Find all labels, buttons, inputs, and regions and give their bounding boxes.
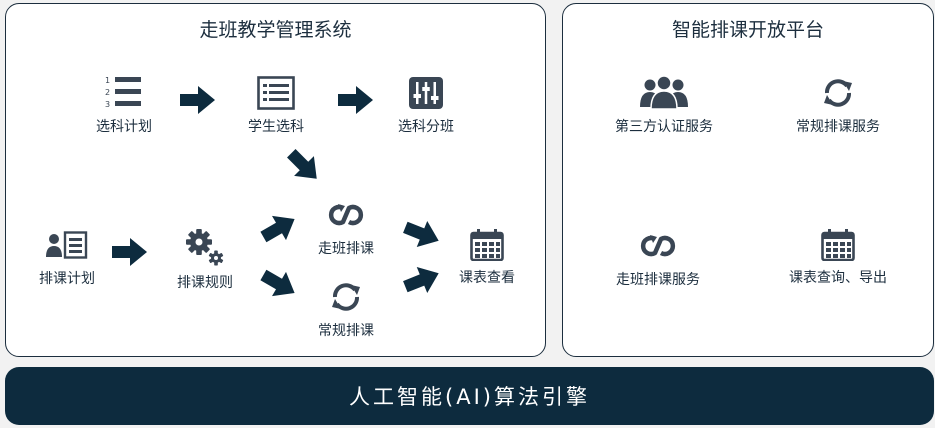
node-schedule-rules: 排课规则 [145, 228, 265, 292]
node-walk-class-schedule: 走班排课 [286, 198, 406, 258]
arrow-down-right-icon [403, 221, 439, 247]
service-label: 走班排课服务 [616, 272, 700, 288]
refresh-icon [822, 79, 854, 107]
arrow-down-right-icon [260, 269, 295, 297]
svg-text:2: 2 [105, 88, 110, 97]
panel-title: 走班教学管理系统 [199, 19, 352, 41]
service-label: 常规排课服务 [796, 119, 880, 135]
node-student-select: 学生选科 [216, 76, 336, 136]
service-regular: 常规排课服务 [778, 76, 898, 136]
form-list-icon [257, 76, 295, 110]
node-label: 排课规则 [177, 275, 233, 291]
node-label: 走班排课 [318, 241, 374, 257]
node-course-plan: 1 2 3 选科计划 [64, 74, 184, 136]
node-label: 课表查看 [459, 270, 515, 286]
arrow-right-icon [338, 86, 373, 114]
svg-text:3: 3 [105, 100, 110, 109]
open-platform-panel: 智能排课开放平台 第三方认证服务 常规排课服务 走班排课服务 课表查询、导出 [562, 3, 934, 357]
node-label: 排课计划 [39, 271, 95, 287]
service-label: 课表查询、导出 [789, 270, 887, 286]
panel-title: 智能排课开放平台 [671, 19, 824, 41]
calendar-icon [821, 229, 855, 261]
node-label: 常规排课 [318, 323, 374, 339]
arrow-up-right-icon [403, 267, 439, 293]
engine-label: 人工智能(AI)算法引擎 [349, 385, 590, 409]
arrow-right-icon [180, 86, 215, 114]
node-schedule-plan: 排课计划 [7, 230, 127, 288]
service-auth: 第三方认证服务 [604, 74, 724, 136]
arrow-up-right-icon [260, 215, 295, 243]
loop-icon [324, 198, 368, 232]
gears-icon [186, 229, 224, 266]
user-list-icon [46, 231, 88, 259]
node-class-split: 选科分班 [366, 76, 486, 136]
loop-icon [636, 229, 680, 263]
arrow-right-icon [112, 238, 147, 266]
service-walk: 走班排课服务 [598, 229, 718, 289]
service-label: 第三方认证服务 [615, 119, 713, 135]
node-label: 选科分班 [398, 119, 454, 135]
node-label: 选科计划 [96, 119, 152, 135]
calendar-icon [470, 229, 504, 261]
user-group-icon [640, 75, 688, 110]
node-regular-schedule: 常规排课 [286, 280, 406, 340]
service-query: 课表查询、导出 [778, 229, 898, 287]
arrow-down-right-icon [287, 149, 317, 179]
node-label: 学生选科 [248, 119, 304, 135]
ai-engine-bar: 人工智能(AI)算法引擎 [5, 367, 934, 425]
svg-text:1: 1 [105, 76, 110, 85]
equalizer-icon [409, 77, 443, 109]
teaching-management-panel: 走班教学管理系统 1 2 3 选科计划 学生选科 [5, 3, 546, 357]
refresh-icon [330, 283, 362, 311]
node-timetable-view: 课表查看 [427, 229, 547, 287]
numbered-list-icon: 1 2 3 [105, 76, 141, 109]
